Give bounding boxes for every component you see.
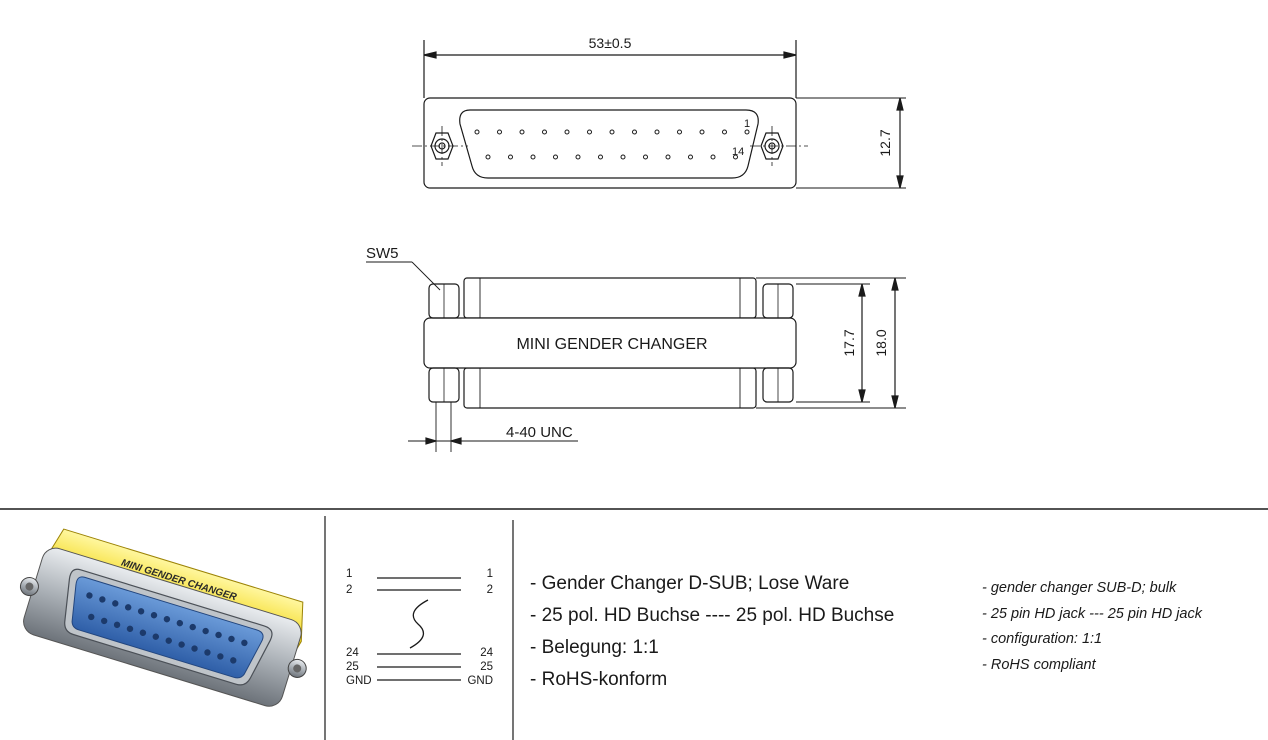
photo-pin-holes bbox=[86, 592, 248, 664]
pin-dot bbox=[609, 129, 615, 135]
photo-pin-hole bbox=[99, 596, 106, 603]
side-body-label: MINI GENDER CHANGER bbox=[516, 336, 707, 353]
product-photo: MINI GENDER CHANGER bbox=[19, 528, 307, 707]
pin-dot bbox=[530, 154, 536, 160]
photo-pin-hole bbox=[176, 619, 184, 627]
pin-array bbox=[474, 129, 750, 160]
description-english: - gender changer SUB-D; bulk - 25 pin HD… bbox=[982, 576, 1202, 678]
wire-break-symbol bbox=[409, 599, 429, 649]
pin-dot bbox=[508, 154, 513, 160]
pin-dot bbox=[688, 154, 693, 160]
side-view bbox=[366, 261, 906, 452]
pin-dot bbox=[474, 129, 480, 135]
connector-flange bbox=[423, 97, 797, 189]
pin-dot bbox=[643, 154, 648, 160]
photo-pin-hole bbox=[139, 629, 147, 636]
photo-pin-hole bbox=[112, 600, 119, 607]
photo-screw-left-core bbox=[25, 582, 34, 591]
right-pin-label: 24 bbox=[480, 647, 493, 659]
photo-pin-hole bbox=[204, 649, 211, 656]
description-line: - RoHS compliant bbox=[982, 656, 1096, 673]
description-line: - 25 pol. HD Buchse ---- 25 pol. HD Buch… bbox=[530, 605, 895, 626]
blue-insert bbox=[71, 576, 264, 679]
photo-pin-hole bbox=[215, 631, 222, 639]
pin-dot bbox=[598, 154, 603, 160]
photo-pin-hole bbox=[100, 617, 108, 625]
thread-label: 4-40 UNC bbox=[506, 424, 573, 441]
pin-dot bbox=[722, 129, 727, 135]
pin-dot bbox=[699, 129, 705, 135]
pin-dot bbox=[497, 129, 502, 135]
lower-housing bbox=[463, 367, 757, 409]
photo-pin-hole bbox=[150, 612, 158, 619]
right-pin-label: 25 bbox=[480, 661, 493, 673]
pin-dot bbox=[620, 154, 626, 160]
pin-dot bbox=[665, 154, 671, 160]
pin-dot bbox=[542, 129, 547, 135]
right-pin-label: 1 bbox=[487, 568, 493, 580]
description-german: - Gender Changer D-SUB; Lose Ware - 25 p… bbox=[530, 568, 894, 696]
photo-pin-hole bbox=[88, 613, 95, 621]
pin-dot bbox=[519, 129, 525, 135]
photo-pin-hole bbox=[217, 653, 224, 660]
description-line: - Belegung: 1:1 bbox=[530, 637, 659, 658]
right-pin-label: GND bbox=[467, 675, 493, 687]
outer-height-label: 18.0 bbox=[873, 329, 889, 356]
description-line: - configuration: 1:1 bbox=[982, 631, 1103, 647]
photo-pin-hole bbox=[152, 633, 160, 640]
dsub-shell bbox=[459, 109, 759, 179]
pin-14-label: 14 bbox=[732, 146, 744, 158]
photo-pin-hole bbox=[137, 608, 145, 615]
photo-pin-hole bbox=[241, 639, 248, 647]
photo-pin-hole bbox=[202, 627, 209, 635]
pin-dot bbox=[677, 129, 682, 135]
right-pin-label: 2 bbox=[487, 584, 493, 596]
pin-dot bbox=[733, 154, 738, 160]
pin-dot bbox=[553, 154, 558, 160]
arrow-right bbox=[783, 51, 797, 59]
pin-dot bbox=[564, 129, 570, 135]
photo-pin-hole bbox=[163, 615, 171, 623]
left-pin-label: 24 bbox=[346, 647, 359, 659]
left-pin-label: 2 bbox=[346, 584, 352, 596]
photo-pin-hole bbox=[165, 637, 172, 644]
pin-dot bbox=[654, 129, 660, 135]
pin-1-label: 1 bbox=[744, 118, 750, 130]
pin-dot bbox=[744, 129, 750, 135]
description-line: - gender changer SUB-D; bulk bbox=[982, 580, 1177, 596]
nut-size-label: SW5 bbox=[366, 245, 399, 262]
height-dim-label: 12.7 bbox=[877, 129, 893, 156]
photo-pin-hole bbox=[124, 604, 132, 611]
photo-pin-hole bbox=[230, 657, 237, 664]
photo-pin-hole bbox=[228, 635, 235, 643]
description-line: - 25 pin HD jack --- 25 pin HD jack bbox=[982, 605, 1202, 622]
photo-pin-hole bbox=[191, 645, 198, 652]
photo-screw-right-core bbox=[293, 664, 302, 673]
left-pin-label: 25 bbox=[346, 661, 359, 673]
pin-dot bbox=[632, 129, 637, 135]
inner-height-label: 17.7 bbox=[841, 329, 857, 356]
pin-dot bbox=[587, 129, 592, 135]
photo-pin-hole bbox=[126, 625, 134, 633]
main-flange bbox=[423, 317, 797, 369]
left-pin-label: 1 bbox=[346, 568, 352, 580]
photo-pin-hole bbox=[178, 641, 185, 648]
photo-pin-hole bbox=[113, 621, 121, 629]
pin-dot bbox=[485, 154, 491, 160]
pin-dot bbox=[710, 154, 716, 160]
photo-pin-hole bbox=[189, 623, 196, 631]
description-line: - Gender Changer D-SUB; Lose Ware bbox=[530, 573, 850, 594]
photo-pin-hole bbox=[86, 592, 93, 599]
top-view bbox=[412, 40, 906, 189]
width-dim-label: 53±0.5 bbox=[589, 35, 632, 51]
pin-dot bbox=[575, 154, 581, 160]
arrow-left bbox=[423, 51, 437, 59]
wiring-diagram bbox=[377, 577, 461, 681]
left-pin-label: GND bbox=[346, 675, 372, 687]
upper-housing bbox=[463, 277, 757, 319]
description-line: - RoHS-konform bbox=[530, 669, 668, 690]
